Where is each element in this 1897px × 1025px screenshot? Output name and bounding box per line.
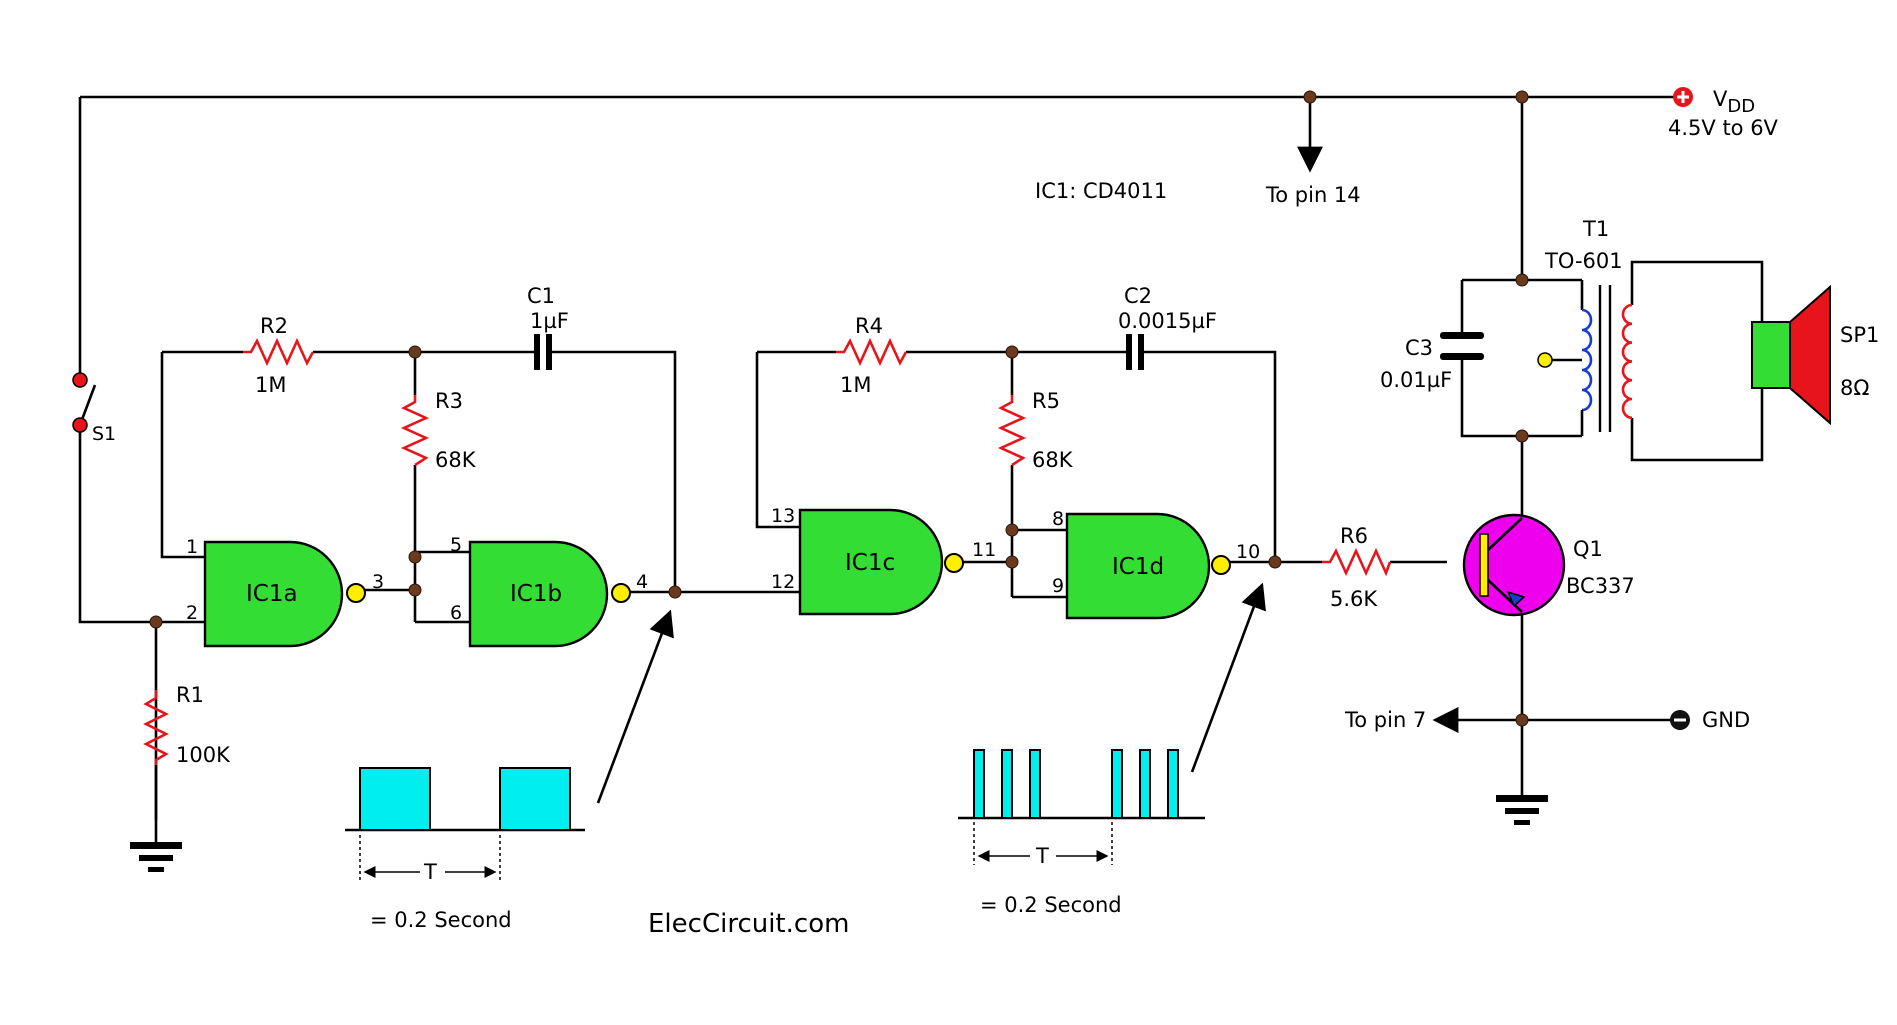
r1-name: R1 [176,683,204,707]
resistors [143,337,1392,765]
to-pin14-label: To pin 14 [1265,183,1361,207]
junction-nodes [149,90,1529,727]
r4-name: R4 [855,314,883,338]
wave1-caption: = 0.2 Second [370,908,512,932]
pin-9: 9 [1052,575,1064,597]
t1-value: TO-601 [1544,249,1623,273]
r5-name: R5 [1032,389,1060,413]
c2-symbol [1126,334,1144,370]
gate-ic1d-label: IC1d [1112,554,1164,580]
nand-gates [203,508,1231,648]
pin-10: 10 [1236,541,1260,563]
c3-value: 0.01µF [1380,368,1452,392]
c2-value: 0.0015µF [1118,309,1217,333]
wave1-period: T [423,860,437,884]
vdd-range: 4.5V to 6V [1668,116,1779,140]
ic-label: IC1: CD4011 [1035,179,1167,203]
ground-left [130,765,182,872]
r4-value: 1M [840,373,871,397]
c1-symbol [534,334,552,370]
t1-name: T1 [1582,217,1609,241]
pin-2: 2 [186,602,198,624]
r4-symbol [836,337,908,367]
transformer-t1 [1537,285,1633,432]
r3-symbol [400,395,430,467]
pin-12: 12 [771,571,795,593]
r1-value: 100K [176,743,231,767]
c1-value: 1µF [530,309,569,333]
pin-1: 1 [186,536,198,558]
waveform-1 [345,609,674,880]
pin-6: 6 [450,602,462,624]
r2-symbol [243,337,315,367]
switch-s1 [72,372,97,433]
c3-symbol [1440,332,1484,360]
waveform-2 [958,582,1266,865]
gnd-terminal [1670,710,1690,730]
sp1-value: 8Ω [1840,376,1869,400]
r2-value: 1M [255,373,286,397]
r5-symbol [997,395,1027,467]
ground-right [1496,795,1548,825]
gate-ic1c-label: IC1c [845,550,895,576]
gate-ic1a-label: IC1a [246,581,298,607]
vdd-terminal [1673,87,1693,107]
wave2-period: T [1035,844,1049,868]
gnd-label: GND [1702,708,1750,732]
wave2-caption: = 0.2 Second [980,893,1122,917]
capacitors [534,332,1484,370]
pin-11: 11 [972,539,996,561]
sp1-name: SP1 [1840,323,1879,347]
r2-name: R2 [260,314,288,338]
r6-name: R6 [1340,524,1368,548]
pin-4: 4 [636,571,648,593]
gate-ic1d [1065,512,1231,620]
vdd-label: VDD [1713,87,1755,117]
c1-name: C1 [527,284,555,308]
gate-ic1c [798,508,964,616]
q1-value: BC337 [1566,574,1635,598]
switch-label: S1 [92,423,116,445]
r5-value: 68K [1032,448,1074,472]
r1-symbol [143,690,169,765]
gate-ic1b [468,540,631,648]
r3-name: R3 [435,389,463,413]
r6-symbol [1322,547,1392,577]
r3-value: 68K [435,448,477,472]
c2-name: C2 [1124,284,1152,308]
pin-8: 8 [1052,508,1064,530]
brand-label: ElecCircuit.com [648,909,849,939]
pin-13: 13 [771,505,795,527]
r6-value: 5.6K [1330,587,1378,611]
text-labels: VDD 4.5V to 6V IC1: CD4011 To pin 14 S1 … [92,87,1879,939]
pin-3: 3 [372,571,384,593]
gate-ic1a [203,540,366,648]
pin-5: 5 [450,534,462,556]
c3-name: C3 [1405,336,1433,360]
q1-name: Q1 [1573,537,1603,561]
wires [78,95,1764,820]
to-pin7-label: To pin 7 [1344,708,1426,732]
transistor-q1 [1462,513,1566,617]
gate-ic1b-label: IC1b [510,581,562,607]
speaker-sp1 [1751,284,1831,426]
